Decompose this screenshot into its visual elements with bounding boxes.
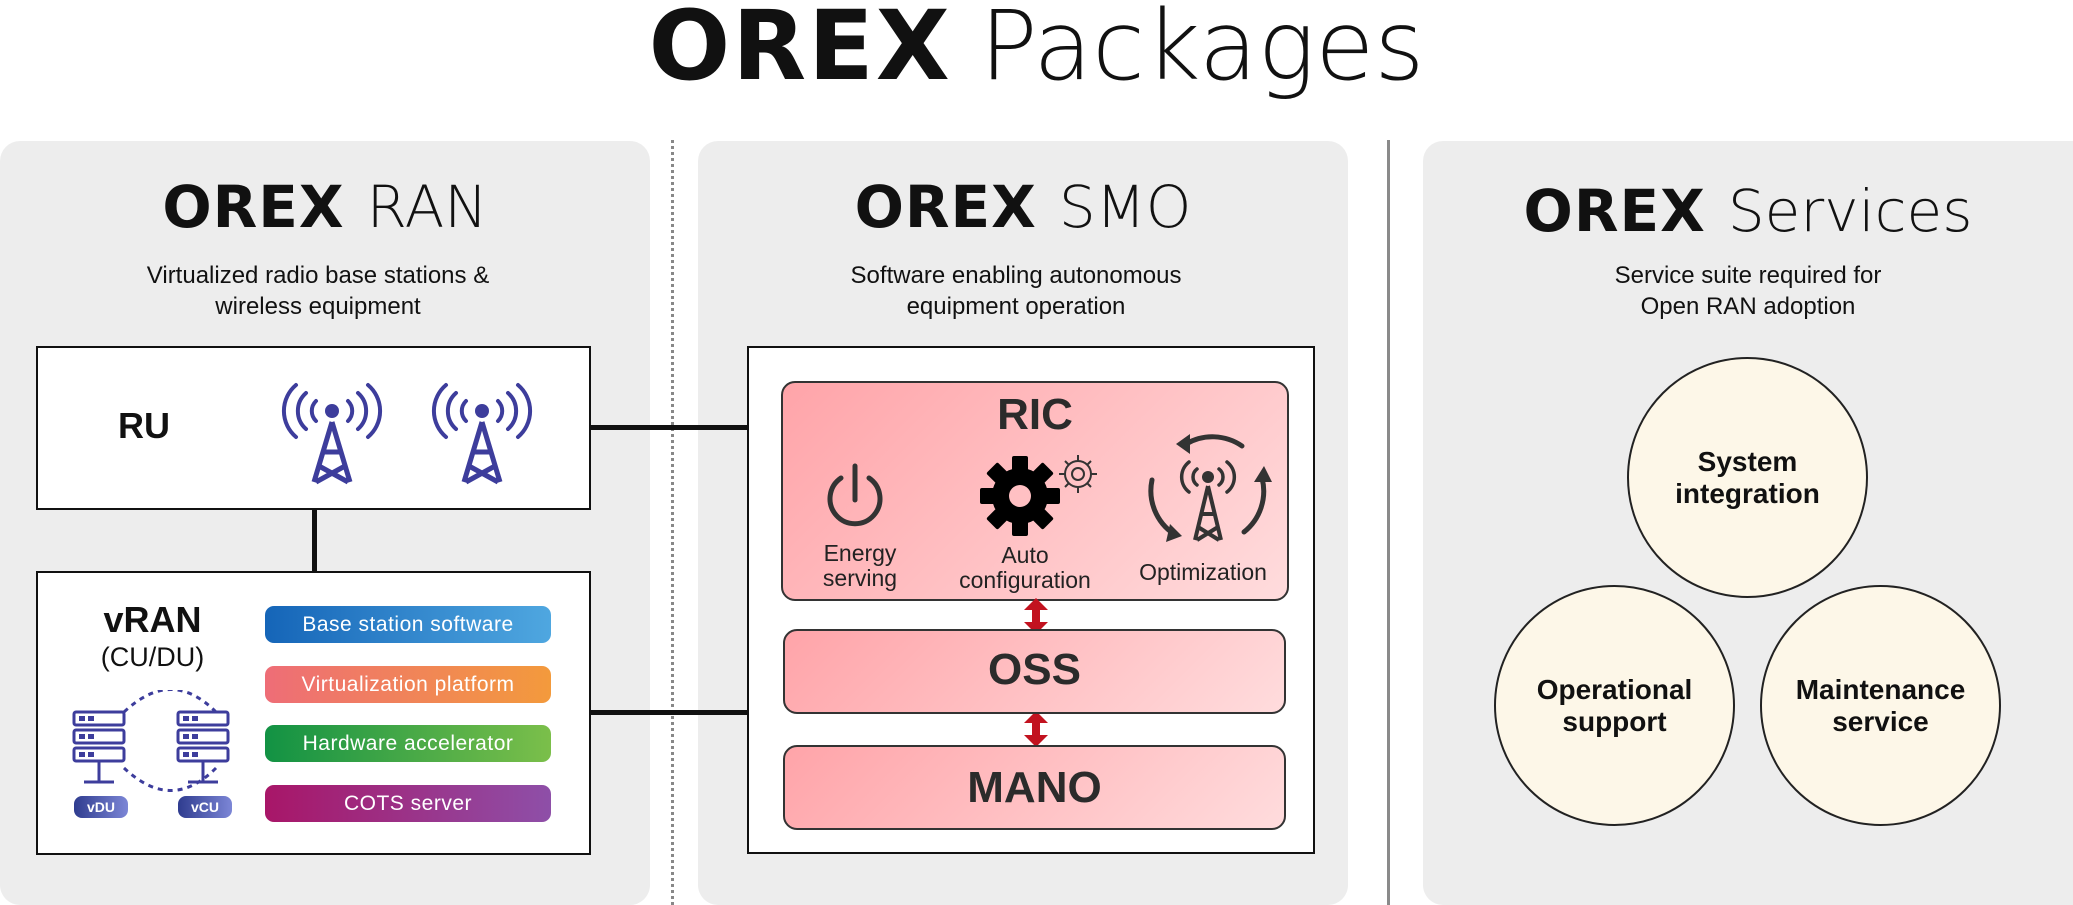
- gears-icon: [980, 455, 1097, 536]
- double-arrow-icon-2: [1024, 711, 1048, 747]
- services-title-brand: OREX: [1523, 177, 1706, 245]
- services-title: OREX Services: [1423, 176, 2073, 247]
- title-word: Packages: [979, 0, 1425, 102]
- system-integration-circle: System integration: [1627, 357, 1868, 598]
- antenna-tower-icon-1: [281, 383, 383, 485]
- maintenance-service-line1: Maintenance: [1795, 673, 1966, 705]
- auto-configuration-line1: Auto: [1001, 542, 1049, 568]
- pill-cots-server: COTS server: [265, 785, 551, 822]
- title-brand: OREX: [648, 0, 952, 102]
- energy-serving-label: Energy serving: [800, 541, 920, 591]
- ran-subtitle: Virtualized radio base stations & wirele…: [0, 260, 636, 322]
- page-title: OREX Packages: [0, 0, 2073, 100]
- vran-servers-icon: [72, 690, 230, 792]
- ru-label: RU: [118, 405, 170, 446]
- ru-smo-connector: [591, 425, 748, 430]
- smo-title-word: SMO: [1058, 173, 1192, 241]
- smo-subtitle-line2: equipment operation: [906, 293, 1126, 320]
- operational-support-line1: Operational: [1536, 673, 1693, 705]
- optimization-cycle-icon: [1148, 434, 1272, 542]
- system-integration-line2: integration: [1675, 477, 1820, 509]
- maintenance-service-circle: Maintenance service: [1760, 585, 2001, 826]
- ran-title-brand: OREX: [162, 173, 345, 241]
- ru-box: [36, 346, 591, 510]
- maintenance-service-line2: service: [1832, 705, 1929, 737]
- energy-serving-line1: Energy: [823, 540, 897, 566]
- energy-serving-line2: serving: [822, 565, 898, 591]
- antenna-tower-icon-2: [431, 383, 533, 485]
- vdu-badge: vDU: [74, 796, 128, 818]
- dotted-divider: [671, 140, 674, 905]
- auto-configuration-line2: configuration: [959, 567, 1091, 593]
- mano-label: MANO: [967, 763, 1102, 812]
- ran-subtitle-line2: wireless equipment: [215, 293, 421, 320]
- operational-support-circle: Operational support: [1494, 585, 1735, 826]
- pill-hardware-accelerator: Hardware accelerator: [265, 725, 551, 762]
- oss-label: OSS: [988, 645, 1081, 694]
- double-arrow-icon-1: [1024, 598, 1048, 634]
- vran-smo-connector: [591, 710, 748, 715]
- pill-base-station-software: Base station software: [265, 606, 551, 643]
- ran-subtitle-line1: Virtualized radio base stations &: [146, 262, 490, 289]
- ric-label: RIC: [997, 390, 1073, 439]
- ran-title: OREX RAN: [0, 172, 650, 243]
- smo-title-brand: OREX: [854, 173, 1037, 241]
- services-title-word: Services: [1727, 177, 1973, 245]
- vcu-badge: vCU: [178, 796, 232, 818]
- power-icon: [827, 463, 883, 527]
- optimization-label: Optimization: [1139, 559, 1267, 585]
- vran-title: vRAN: [103, 599, 202, 640]
- smo-title: OREX SMO: [698, 172, 1348, 243]
- services-subtitle-line2: Open RAN adoption: [1640, 293, 1856, 320]
- mano-box: [783, 745, 1286, 830]
- ran-title-word: RAN: [366, 173, 488, 241]
- pill-virtualization-platform: Virtualization platform: [265, 666, 551, 703]
- operational-support-line2: support: [1562, 705, 1667, 737]
- services-subtitle-line1: Service suite required for: [1614, 262, 1882, 289]
- ru-vran-connector: [312, 510, 317, 572]
- oss-box: [783, 629, 1286, 714]
- solid-divider: [1387, 140, 1390, 905]
- smo-subtitle: Software enabling autonomous equipment o…: [698, 260, 1334, 322]
- auto-configuration-label: Auto configuration: [940, 543, 1110, 593]
- vran-subtitle: (CU/DU): [100, 642, 205, 672]
- smo-subtitle-line1: Software enabling autonomous: [850, 262, 1182, 289]
- services-subtitle: Service suite required for Open RAN adop…: [1423, 260, 2073, 322]
- system-integration-line1: System: [1697, 445, 1798, 477]
